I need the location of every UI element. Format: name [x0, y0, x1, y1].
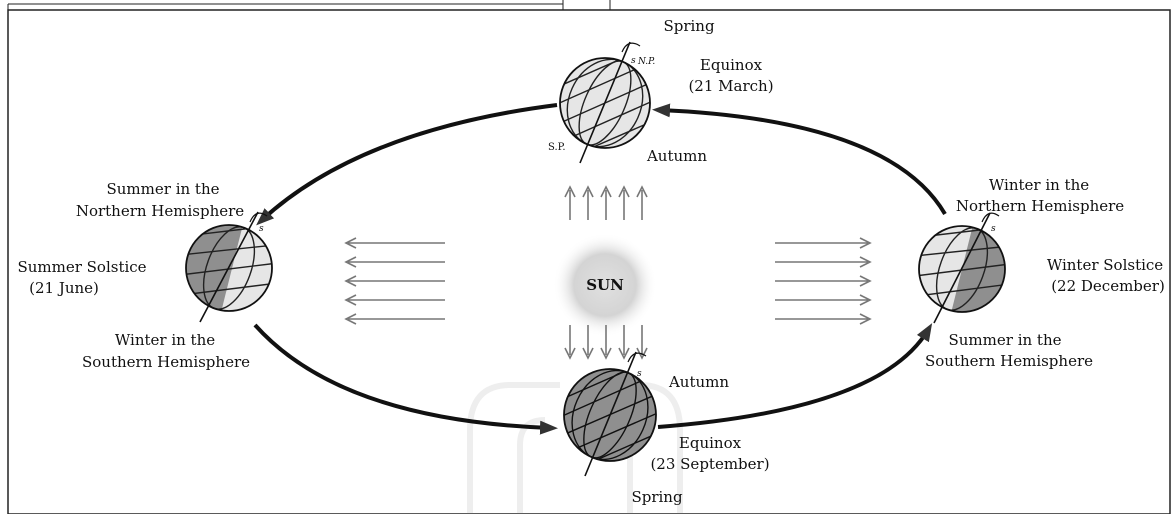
label-summer-sh-2: Southern Hemisphere	[925, 352, 1093, 370]
label-winter-solstice: Winter Solstice	[1047, 256, 1163, 274]
orbit-arc-bottom-left	[253, 323, 558, 435]
sun-rays-up	[564, 185, 648, 220]
north-pole-label: N.P.	[637, 57, 655, 67]
label-summer-solstice: Summer Solstice	[17, 258, 146, 276]
orbit-arc-top-left	[256, 103, 558, 226]
label-summer-solstice-date: (21 June)	[29, 279, 99, 297]
sun-glow	[553, 233, 657, 337]
orbit-arc-bottom-right	[657, 323, 933, 429]
label-top-spring: Spring	[663, 17, 715, 35]
south-pole-label: S.P.	[548, 142, 566, 153]
label-winter-sh-1: Winter in the	[115, 331, 215, 349]
label-march-equinox: Equinox	[700, 56, 763, 74]
earth-globe-march	[559, 41, 651, 164]
orbit-arc-top-right	[652, 103, 947, 216]
sun-rays-left	[344, 237, 445, 325]
sun-rays-right	[775, 237, 872, 325]
label-winter-nh-1: Winter in the	[989, 176, 1089, 194]
label-summer-nh-1: Summer in the	[107, 180, 220, 198]
label-summer-nh-2: Northern Hemisphere	[76, 202, 244, 220]
label-winter-solstice-date: (22 December)	[1051, 277, 1165, 295]
label-summer-sh-1: Summer in the	[949, 331, 1062, 349]
sun-label: SUN	[586, 276, 624, 294]
label-winter-nh-2: Northern Hemisphere	[956, 197, 1124, 215]
earth-globe-december	[918, 212, 1006, 324]
s-marker-left: s	[259, 224, 264, 234]
s-marker-bottom: s	[637, 369, 642, 379]
label-september-date: (23 September)	[650, 455, 769, 473]
sun-rays-down	[564, 325, 648, 360]
label-top-autumn: Autumn	[646, 147, 707, 165]
s-marker-top: s	[631, 56, 636, 66]
label-september-equinox: Equinox	[679, 434, 742, 452]
label-bottom-autumn: Autumn	[668, 373, 729, 391]
s-marker-right: s	[991, 224, 996, 234]
label-bottom-spring: Spring	[631, 488, 683, 506]
label-winter-sh-2: Southern Hemisphere	[82, 353, 250, 371]
earth-globe-september	[563, 351, 657, 477]
label-march-date: (21 March)	[688, 77, 773, 95]
